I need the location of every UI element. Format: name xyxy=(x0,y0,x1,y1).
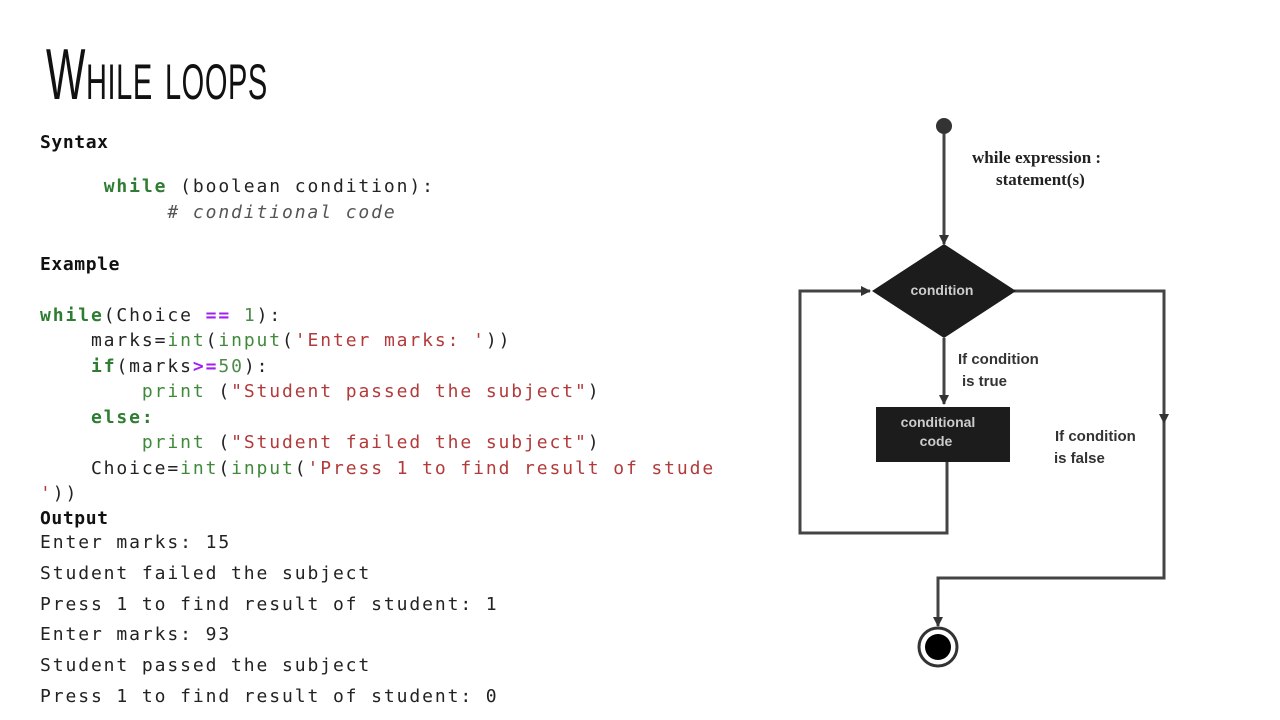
code-token xyxy=(231,305,244,326)
code-token: marks= xyxy=(40,330,168,351)
output-line: Student passed the subject xyxy=(40,655,372,677)
code-token: input xyxy=(218,330,283,351)
code-token: while xyxy=(40,304,104,326)
code-token: ' xyxy=(40,483,53,502)
code-token: # conditional code xyxy=(167,202,397,223)
code-token: "Student passed the subject" xyxy=(231,381,588,402)
code-token: 50 xyxy=(218,355,244,377)
process-label-2: code xyxy=(920,433,953,449)
conditional-code-box xyxy=(876,407,1010,462)
code-token: print xyxy=(141,432,206,453)
code-token: print xyxy=(141,381,206,402)
code-line: marks=int(input('Enter marks: ')) xyxy=(40,328,511,353)
output-heading: Output xyxy=(40,508,109,529)
slide-title: While loops xyxy=(46,35,268,115)
code-line: ')) xyxy=(40,481,78,502)
output-line: Enter marks: 93 xyxy=(40,624,232,646)
code-token: int xyxy=(180,457,219,479)
code-token xyxy=(40,407,91,428)
false-label-1: If condition xyxy=(1055,428,1136,445)
while-loop-flowchart: condition conditional code while express… xyxy=(798,118,1169,668)
output-line: Press 1 to find result of student: 0 xyxy=(40,686,499,707)
code-line: Choice=int(input('Press 1 to find result… xyxy=(40,456,715,481)
code-line: else: xyxy=(40,405,155,430)
syntax-line: while (boolean condition): xyxy=(40,174,435,199)
code-token: Choice= xyxy=(40,457,181,479)
code-token xyxy=(40,176,104,197)
code-token: else: xyxy=(90,406,155,428)
code-line: print ("Student failed the subject") xyxy=(40,430,600,455)
syntax-line: # conditional code xyxy=(40,200,397,225)
code-token: input xyxy=(231,457,295,479)
code-token: "Student failed the subject" xyxy=(231,432,588,453)
false-exit-line xyxy=(933,423,1166,627)
syntax-heading: Syntax xyxy=(40,132,109,153)
code-token: )) xyxy=(485,330,512,351)
code-block: Choice=1while(Choice == 1): marks=int(in… xyxy=(0,302,715,503)
process-label-1: conditional xyxy=(901,414,976,430)
true-label-2: is true xyxy=(962,373,1007,390)
code-token: ( xyxy=(205,330,219,351)
code-token: 'Press 1 to find result of stude xyxy=(307,457,715,479)
code-token: while xyxy=(103,176,168,197)
code-token: (marks xyxy=(116,355,193,377)
code-token: (boolean condition): xyxy=(167,176,435,197)
example-heading: Example xyxy=(40,254,121,275)
code-token: ) xyxy=(587,432,601,453)
condition-label: condition xyxy=(911,282,974,298)
code-token: ): xyxy=(256,304,283,326)
code-token: == xyxy=(205,304,232,326)
code-token: >= xyxy=(192,355,219,377)
output-line: Enter marks: 15 xyxy=(40,532,232,553)
header-line-2: statement(s) xyxy=(996,170,1085,189)
code-line: while(Choice == 1): xyxy=(40,303,282,328)
header-line-1: while expression : xyxy=(972,148,1101,167)
code-token: ( xyxy=(205,381,232,402)
code-token: int xyxy=(167,330,206,351)
code-token xyxy=(40,202,167,223)
output-line: Press 1 to find result of student: 1 xyxy=(40,593,499,615)
false-label-2: is false xyxy=(1054,450,1105,467)
false-line xyxy=(1014,289,1169,424)
code-token xyxy=(40,356,91,377)
code-token: ( xyxy=(294,457,308,479)
code-token: 1 xyxy=(243,304,257,326)
end-node-inner xyxy=(925,634,951,660)
code-token: if xyxy=(90,355,117,377)
code-token xyxy=(40,381,142,402)
loop-back-line xyxy=(798,286,949,535)
code-token: ): xyxy=(243,355,270,377)
code-line: print ("Student passed the subject") xyxy=(40,379,600,404)
true-label-1: If condition xyxy=(958,351,1039,368)
code-token: 'Enter marks: ' xyxy=(294,330,486,351)
code-token: ( xyxy=(282,330,295,351)
code-token: ( xyxy=(218,457,232,479)
code-token xyxy=(40,432,142,453)
code-token: ( xyxy=(205,432,232,453)
code-token: (Choice xyxy=(103,304,206,326)
code-token: ) xyxy=(587,381,601,402)
code-token: )) xyxy=(52,483,79,502)
code-line: if(marks>=50): xyxy=(40,354,269,379)
start-node xyxy=(936,118,952,134)
condition-diamond xyxy=(872,244,1016,338)
output-line: Student failed the subject xyxy=(40,562,372,584)
